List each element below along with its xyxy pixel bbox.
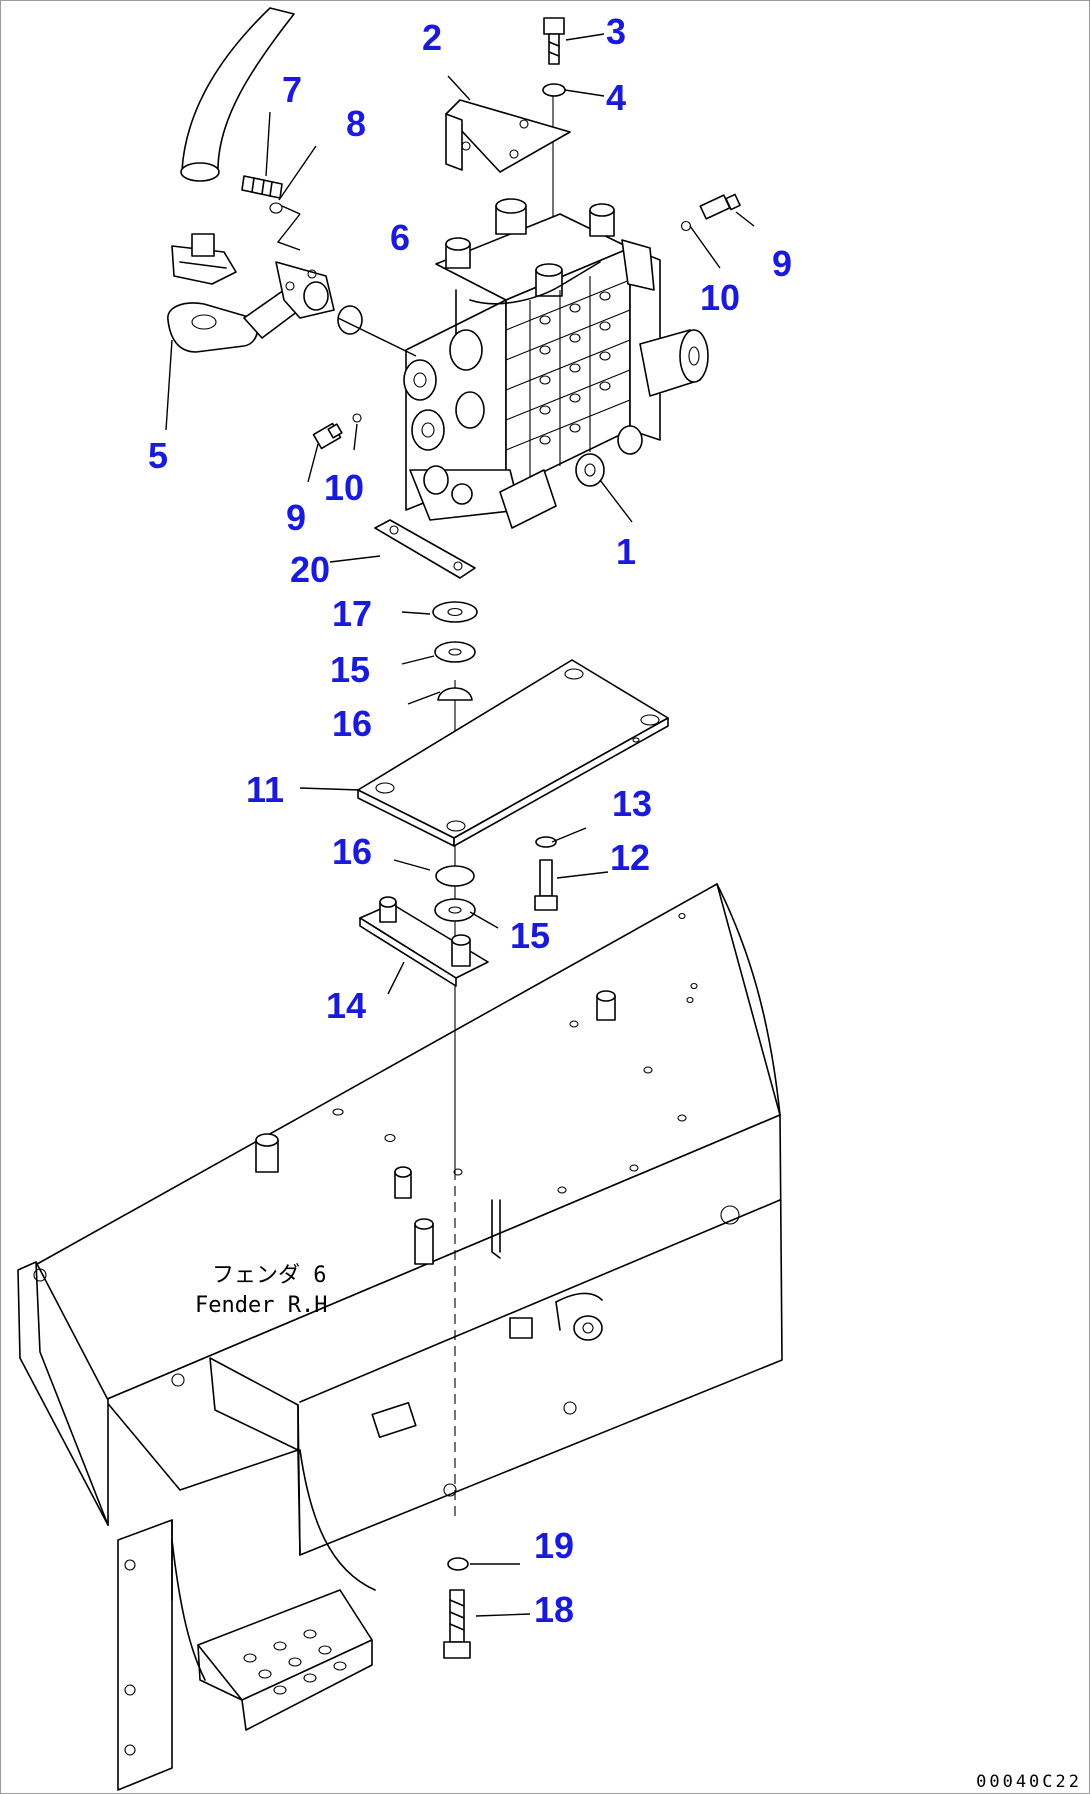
leader-lines — [165, 33, 755, 1617]
deck-boss — [394, 1166, 412, 1199]
callout-1: 1 — [616, 531, 636, 572]
callout-10-right: 10 — [700, 277, 740, 318]
cushion-16-lower — [435, 865, 475, 887]
callout-9-right: 9 — [772, 243, 792, 284]
callout-15-lower: 15 — [510, 915, 550, 956]
callout-6: 6 — [390, 217, 410, 258]
washer-15-upper — [434, 641, 476, 663]
fender-label-en: Fender R.H — [195, 1293, 327, 1318]
cushion-16-upper — [437, 687, 473, 701]
callout-15-upper: 15 — [330, 649, 370, 690]
callout-12: 12 — [610, 837, 650, 878]
fender-rh: フェンダ 6 Fender R.H — [17, 883, 783, 1791]
hose — [180, 7, 295, 182]
deck-boss — [414, 1218, 434, 1265]
washer-19 — [447, 1557, 469, 1571]
fitting-9-right — [699, 193, 741, 220]
callout-18: 18 — [534, 1589, 574, 1630]
callout-4: 4 — [606, 77, 626, 118]
bracket-2 — [445, 99, 571, 173]
callout-2: 2 — [422, 17, 442, 58]
washer-15-lower — [434, 898, 476, 922]
fitting-9-left — [312, 422, 343, 450]
callout-11: 11 — [246, 769, 284, 810]
bracket-14 — [359, 896, 489, 987]
bolt-3 — [543, 17, 565, 65]
oring-10-right — [680, 220, 692, 232]
callout-17: 17 — [332, 593, 372, 634]
bolt-18 — [443, 1589, 471, 1659]
callout-8: 8 — [346, 103, 366, 144]
fitting-7 — [241, 175, 283, 199]
callout-9-left: 9 — [286, 497, 306, 538]
oring-8 — [269, 202, 283, 214]
callout-14: 14 — [326, 985, 366, 1026]
washer-17 — [432, 601, 478, 623]
washer-4 — [542, 83, 566, 97]
washer-13 — [535, 836, 557, 848]
bolt-12 — [534, 859, 558, 911]
callout-7: 7 — [282, 69, 302, 110]
control-valve-1 — [403, 198, 709, 529]
drawing-code: 00040C22 — [976, 1772, 1082, 1792]
callout-5: 5 — [148, 435, 168, 476]
callout-16-upper: 16 — [332, 703, 372, 744]
strip-20 — [374, 519, 476, 579]
plate-11 — [357, 659, 669, 847]
callout-10-left: 10 — [324, 467, 364, 508]
callout-numbers: 2 3 4 5 6 7 8 9 9 10 10 11 12 13 14 15 1… — [148, 11, 792, 1630]
callout-16-lower: 16 — [332, 831, 372, 872]
fender-label-jp: フェンダ 6 — [212, 1263, 327, 1288]
clamp-block — [171, 233, 237, 285]
callout-3: 3 — [606, 11, 626, 52]
deck-boss — [255, 1133, 279, 1173]
oring-10-left — [352, 413, 362, 423]
callout-19: 19 — [534, 1525, 574, 1566]
deck-boss — [596, 990, 616, 1021]
callout-20: 20 — [290, 549, 330, 590]
callout-13: 13 — [612, 783, 652, 824]
pipe-5 — [167, 261, 335, 353]
